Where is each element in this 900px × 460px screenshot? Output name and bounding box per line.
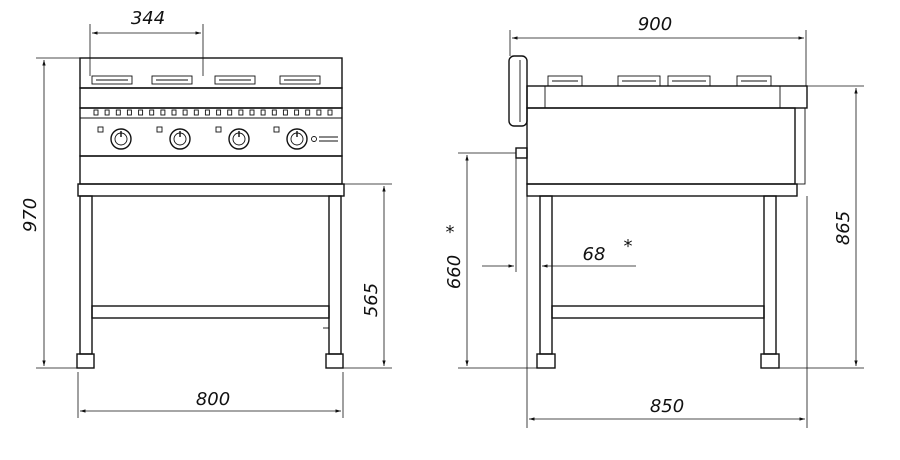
side-burner (547, 75, 583, 87)
dimension-label: 850 (650, 396, 684, 417)
vent-slot (149, 109, 155, 116)
side-front-panel (794, 107, 806, 185)
front-foot-right (325, 353, 344, 369)
side-gas-connection (515, 147, 528, 159)
vent-slot (171, 109, 177, 116)
front-frame-rail (77, 183, 345, 197)
side-frame-rail (526, 183, 798, 197)
vent-slot (93, 109, 99, 116)
side-backsplash (508, 55, 528, 127)
vent-slot (316, 109, 322, 116)
vent-slot (260, 109, 266, 116)
side-foot-back (536, 353, 556, 369)
side-bottom-shelf (551, 305, 765, 319)
control-knob-icon (97, 126, 132, 150)
vent-slot (282, 109, 288, 116)
front-vent-slots (93, 109, 333, 116)
side-burner (736, 75, 772, 87)
front-burner (151, 75, 193, 85)
dimension-label: 900 (638, 14, 672, 35)
front-leg-right (328, 195, 342, 355)
dimension-depth-top: 900 (509, 14, 807, 86)
side-cooktop-plate (526, 85, 808, 109)
control-knob-icon (215, 126, 250, 150)
vent-slot (327, 109, 333, 116)
dimension-depth-base: 850 (526, 196, 808, 428)
vent-slot (204, 109, 210, 116)
dimension-label: 344 (131, 8, 165, 29)
vent-slot (305, 109, 311, 116)
vent-slot (104, 109, 110, 116)
front-bottom-shelf (91, 305, 330, 319)
front-cooktop-plate (79, 57, 343, 89)
dimension-total-height: 970 (20, 57, 80, 369)
side-view: 900 865 850 660 * 6 (444, 14, 864, 428)
vent-slot (126, 109, 132, 116)
side-foot-front (760, 353, 780, 369)
front-rim (79, 87, 343, 109)
dimension-asterisk: * (624, 236, 633, 257)
dimension-frame-height: 565 (343, 183, 392, 369)
dimension-label: 800 (196, 389, 230, 410)
dimension-burner-pitch: 344 (89, 8, 204, 76)
control-knob-icon (156, 126, 191, 150)
front-burners (91, 75, 321, 85)
dimension-connection-height: 660 * (444, 152, 537, 369)
vent-slot (271, 109, 277, 116)
dimension-work-height: 865 (779, 85, 864, 369)
dimension-label: 660 (444, 255, 465, 289)
front-foot-left (76, 353, 95, 369)
dimension-width: 800 (77, 372, 344, 418)
dimension-label: 865 (833, 211, 854, 245)
brand-logo-icon (311, 136, 338, 142)
control-knob-icon (273, 126, 308, 150)
dimension-label: 68 (583, 244, 606, 265)
front-burner (214, 75, 256, 85)
vent-slot (294, 109, 300, 116)
dimension-asterisk: * (446, 222, 455, 243)
side-burner (617, 75, 661, 87)
side-body (526, 107, 796, 185)
side-leg-front (763, 195, 777, 355)
front-burner (91, 75, 133, 85)
side-burner (667, 75, 711, 87)
vent-slot (216, 109, 222, 116)
vent-slot (193, 109, 199, 116)
side-burners (544, 75, 781, 108)
vent-slot (115, 109, 121, 116)
vent-slot (160, 109, 166, 116)
front-view: 344 970 800 565 (20, 8, 392, 418)
vent-slot (238, 109, 244, 116)
vent-slot (138, 109, 144, 116)
side-leg-back (539, 195, 553, 355)
vent-slot (249, 109, 255, 116)
dimension-connection-offset: 68 * (482, 158, 636, 272)
dimension-label: 565 (361, 283, 382, 317)
front-leg-left (79, 195, 93, 355)
vent-slot (227, 109, 233, 116)
front-knobs (97, 126, 338, 150)
front-burner (279, 75, 321, 85)
dimension-label: 970 (20, 198, 41, 232)
front-body-lower (79, 155, 343, 185)
vent-slot (182, 109, 188, 116)
